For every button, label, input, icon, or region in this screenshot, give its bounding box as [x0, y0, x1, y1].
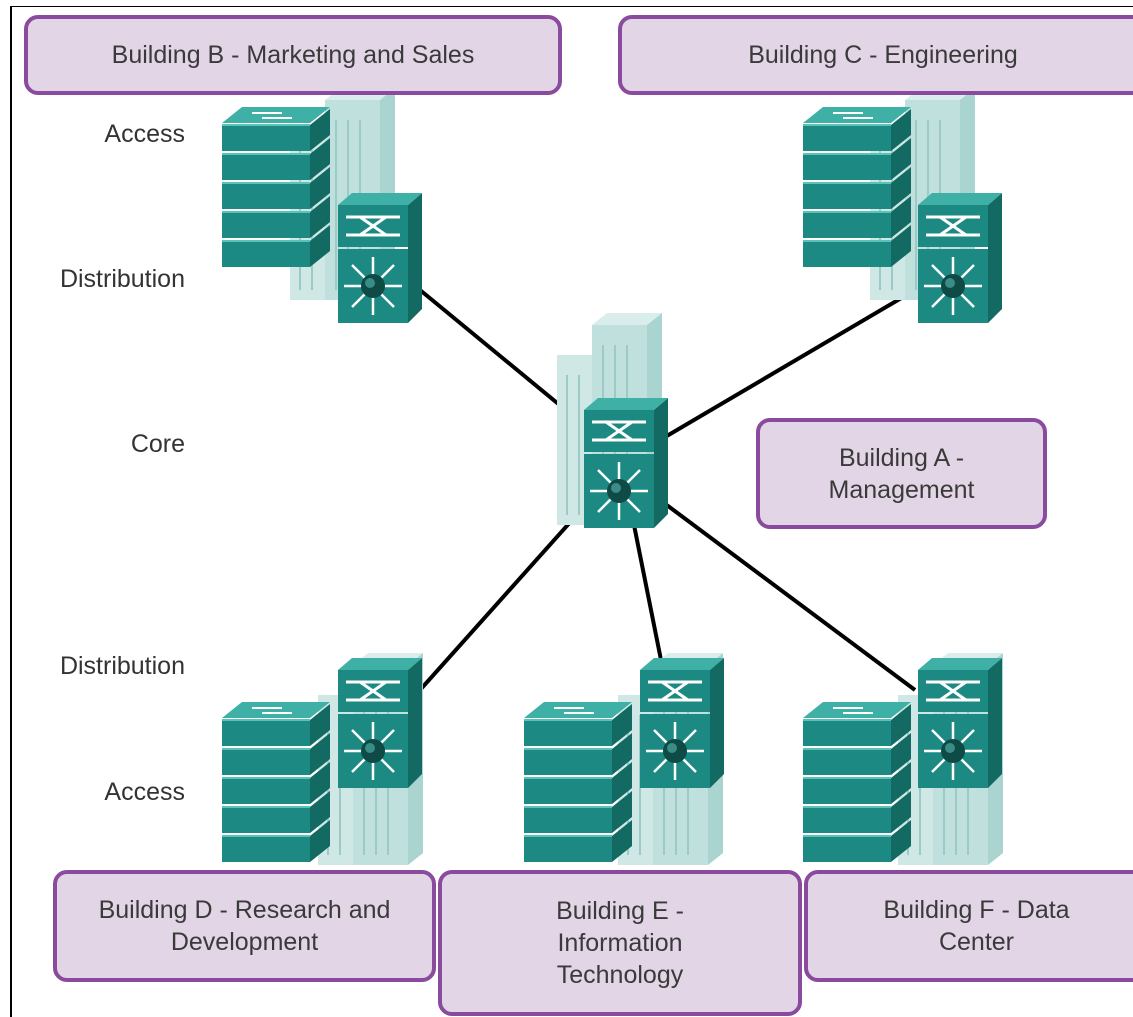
building-e-distribution-switch-icon — [638, 656, 726, 790]
layer-label-distribution-top: Distribution — [59, 265, 185, 293]
core-devices — [556, 312, 670, 530]
building-d-label: Building D - Research and Development — [53, 870, 436, 982]
links — [418, 288, 917, 692]
link-core-building-e — [628, 504, 667, 681]
building-d-access-switch-icon — [222, 702, 330, 862]
link-core-building-f — [658, 498, 917, 692]
building-f-distribution-switch-icon — [916, 656, 1004, 790]
building-f-access-switch-icon — [803, 702, 911, 862]
building-b-distribution-switch-icon — [336, 191, 424, 325]
building-c-distribution-switch-icon — [916, 191, 1004, 325]
frame-border-top — [10, 6, 1133, 7]
building-d-distribution-switch-icon — [336, 656, 424, 790]
link-core-building-d — [418, 498, 592, 692]
link-core-building-c — [658, 288, 917, 442]
layer-label-distribution-bottom: Distribution — [59, 652, 185, 680]
building-e-label: Building E - Information Technology — [438, 870, 802, 1016]
building-f-label: Building F - Data Center — [804, 870, 1133, 982]
building-c-label: Building C - Engineering — [618, 15, 1133, 95]
building-b-access-switch-icon — [222, 107, 330, 267]
building-f-devices — [803, 652, 1004, 866]
layer-label-core: Core — [130, 430, 185, 458]
building-e-access-switch-icon — [524, 702, 632, 862]
building-b-devices — [222, 87, 424, 325]
layer-label-access-top: Access — [104, 120, 185, 148]
building-c-access-switch-icon — [803, 107, 911, 267]
building-b-label: Building B - Marketing and Sales — [24, 15, 562, 95]
core-switch-icon — [582, 396, 670, 530]
building-e-devices — [524, 652, 726, 866]
building-d-devices — [222, 652, 424, 866]
frame-border-left — [10, 6, 12, 1017]
building-c-devices — [803, 87, 1004, 325]
layer-label-access-bottom: Access — [104, 778, 185, 806]
building-a-label: Building A - Management — [756, 418, 1047, 529]
